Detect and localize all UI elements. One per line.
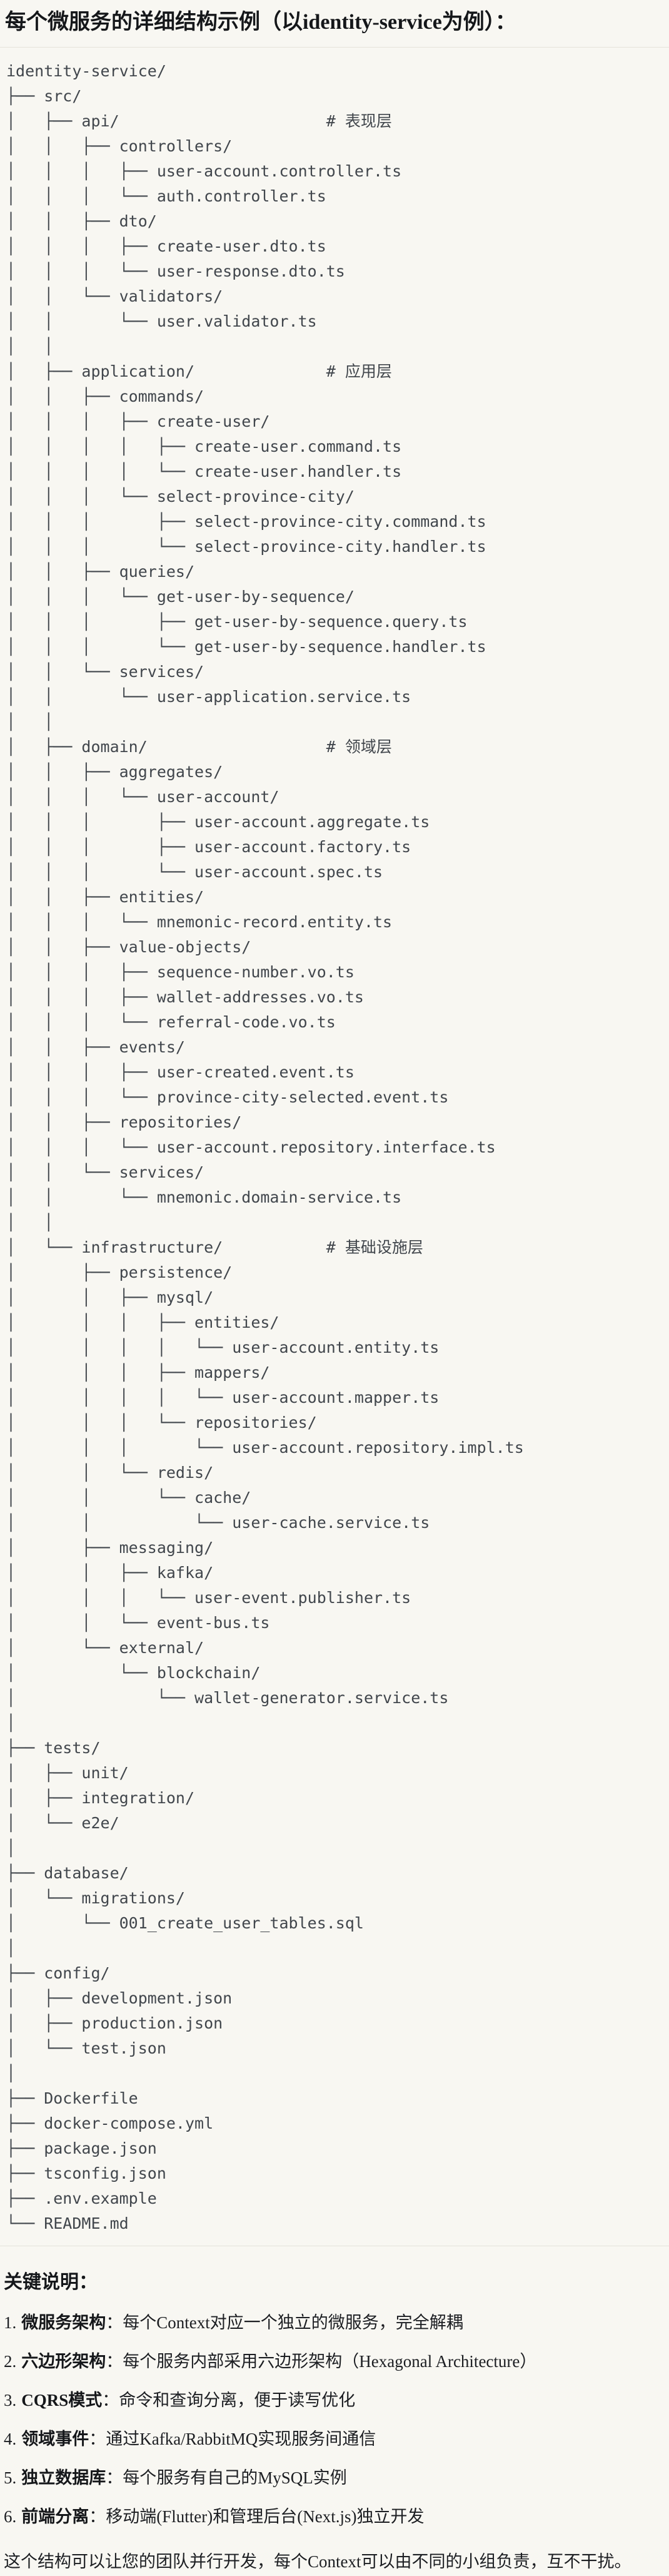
note-item-label: 微服务架构 [21, 2313, 106, 2332]
file-tree: identity-service/ ├── src/ │ ├── api/ # … [6, 62, 524, 2232]
note-item-text: ：每个服务内部采用六边形架构（Hexagonal Architecture） [106, 2352, 537, 2371]
note-item-text: ：命令和查询分离，便于读写优化 [102, 2391, 356, 2410]
note-item-number: 5. [4, 2468, 17, 2487]
note-item: 2.六边形架构：每个服务内部采用六边形架构（Hexagonal Architec… [4, 2350, 664, 2373]
note-item-label: 前端分离 [21, 2507, 89, 2526]
note-item-number: 3. [4, 2391, 17, 2410]
note-item-label: CQRS模式 [21, 2391, 103, 2410]
page-title: 每个微服务的详细结构示例（以identity-service为例）： [5, 11, 516, 34]
code-block: identity-service/ ├── src/ │ ├── api/ # … [0, 48, 669, 2246]
note-item: 6.前端分离：移动端(Flutter)和管理后台(Next.js)独立开发 [4, 2505, 664, 2528]
note-item: 4.领域事件：通过Kafka/RabbitMQ实现服务间通信 [4, 2428, 664, 2450]
note-item-text: ：移动端(Flutter)和管理后台(Next.js)独立开发 [89, 2507, 425, 2526]
note-item-label: 独立数据库 [21, 2468, 106, 2487]
note-item-text: ：通过Kafka/RabbitMQ实现服务间通信 [89, 2430, 376, 2448]
note-item-label: 领域事件 [21, 2430, 89, 2448]
document-header: 每个微服务的详细结构示例（以identity-service为例）： [0, 0, 669, 48]
note-item-text: ：每个服务有自己的MySQL实例 [106, 2468, 347, 2487]
note-item-number: 2. [4, 2352, 17, 2371]
note-item-number: 6. [4, 2507, 17, 2526]
note-item: 1.微服务架构：每个Context对应一个独立的微服务，完全解耦 [4, 2311, 664, 2334]
closing-paragraph: 这个结构可以让您的团队并行开发，每个Context可以由不同的小组负责，互不干扰… [4, 2552, 631, 2571]
note-item-label: 六边形架构 [21, 2352, 106, 2371]
notes-section: 关键说明： 1.微服务架构：每个Context对应一个独立的微服务，完全解耦 2… [0, 2246, 669, 2573]
notes-heading: 关键说明： [4, 2272, 98, 2293]
note-item: 5.独立数据库：每个服务有自己的MySQL实例 [4, 2467, 664, 2489]
note-item-text: ：每个Context对应一个独立的微服务，完全解耦 [106, 2313, 463, 2332]
note-item-number: 1. [4, 2313, 17, 2332]
note-item: 3.CQRS模式：命令和查询分离，便于读写优化 [4, 2389, 664, 2411]
note-item-number: 4. [4, 2430, 17, 2448]
